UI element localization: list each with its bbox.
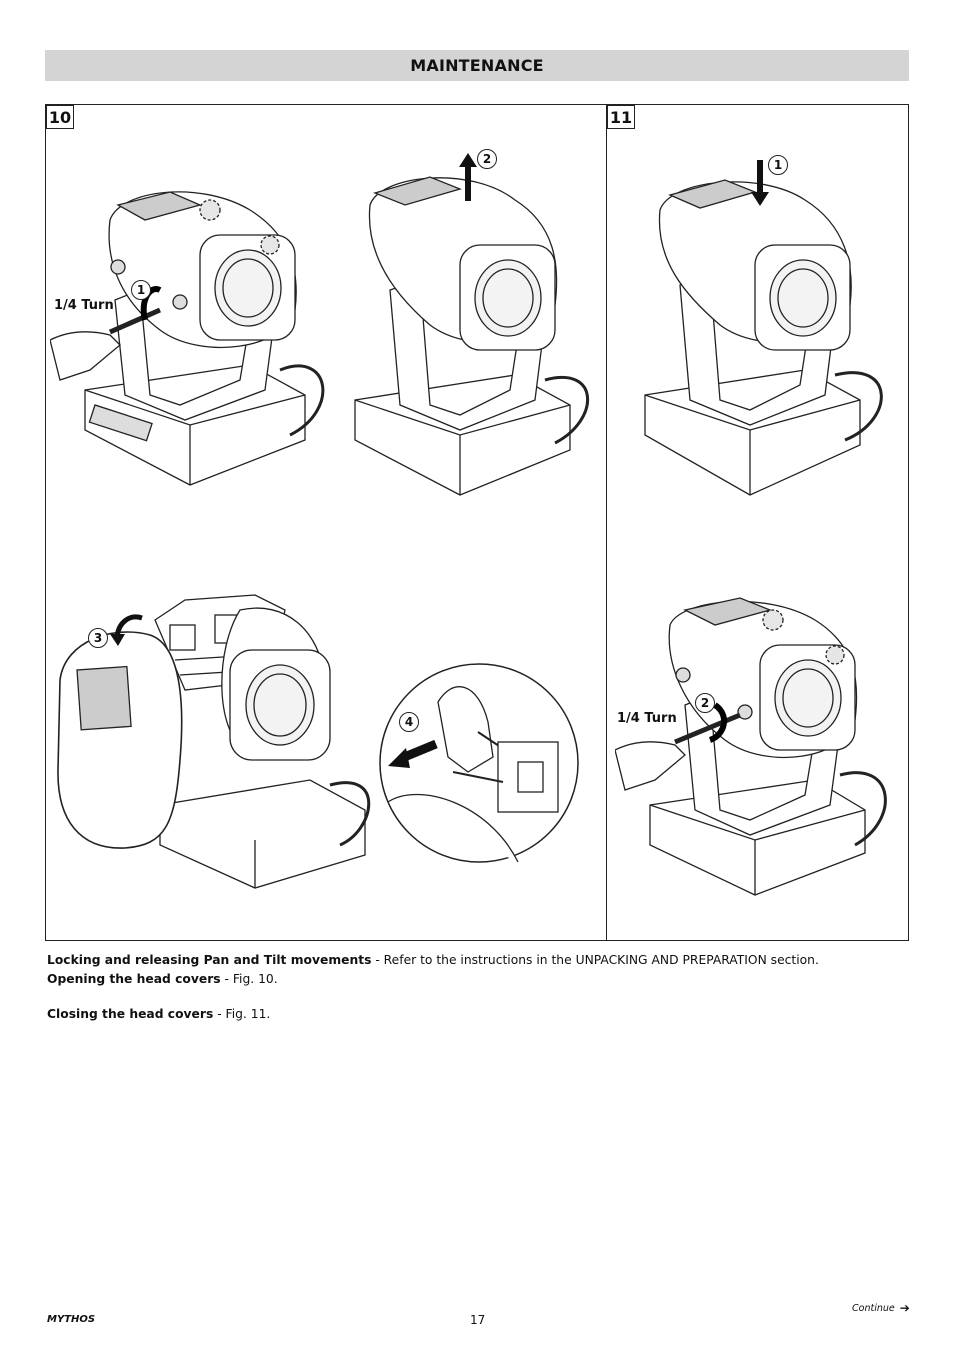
pan-tilt-locking-paragraph: Locking and releasing Pan and Tilt movem…: [47, 953, 819, 968]
closing-covers-heading: Closing the head covers: [47, 1007, 214, 1021]
continue-indicator: Continue ➔: [852, 1301, 910, 1315]
step-1-callout: 1: [131, 280, 151, 300]
opening-covers-paragraph: Opening the head covers - Fig. 10.: [47, 972, 278, 987]
pan-tilt-locking-heading: Locking and releasing Pan and Tilt movem…: [47, 953, 372, 967]
step-1-callout-fig11: 1: [768, 155, 788, 175]
footer-brand: MYTHOS: [47, 1314, 96, 1325]
opening-covers-text: - Fig. 10.: [220, 972, 278, 986]
opening-covers-heading: Opening the head covers: [47, 972, 221, 986]
rotate-arrow-icon: [108, 612, 144, 648]
figure-frame: [45, 104, 909, 941]
section-title: MAINTENANCE: [45, 50, 909, 81]
figure-11-number: 11: [607, 105, 635, 129]
pan-tilt-locking-text: - Refer to the instructions in the UNPAC…: [371, 953, 819, 967]
quarter-turn-label: 1/4 Turn: [54, 298, 114, 313]
fixture-illustration-cover-lower: [640, 170, 900, 500]
step-3-callout: 3: [88, 628, 108, 648]
quarter-turn-label-fig11: 1/4 Turn: [617, 711, 677, 726]
step-4-callout: 4: [399, 712, 419, 732]
figure-divider: [606, 104, 607, 941]
fixture-illustration-cover-lift: [350, 165, 605, 500]
continue-label: Continue: [852, 1302, 895, 1314]
fixture-illustration-screw-release: [50, 180, 340, 495]
step-2-callout: 2: [477, 149, 497, 169]
lower-down-arrow-icon: [750, 160, 770, 206]
connector-detail-inset: [378, 662, 580, 864]
lift-up-arrow-icon: [458, 153, 478, 203]
closing-covers-text: - Fig. 11.: [213, 1007, 271, 1021]
fixture-illustration-screw-tighten: [615, 595, 900, 900]
arrow-right-icon: ➔: [899, 1301, 910, 1315]
step-2-callout-fig11: 2: [695, 693, 715, 713]
pull-arrow-icon: [388, 738, 438, 774]
page-number: 17: [470, 1313, 486, 1327]
figure-10-number: 10: [46, 105, 74, 129]
closing-covers-paragraph: Closing the head covers - Fig. 11.: [47, 1007, 270, 1022]
